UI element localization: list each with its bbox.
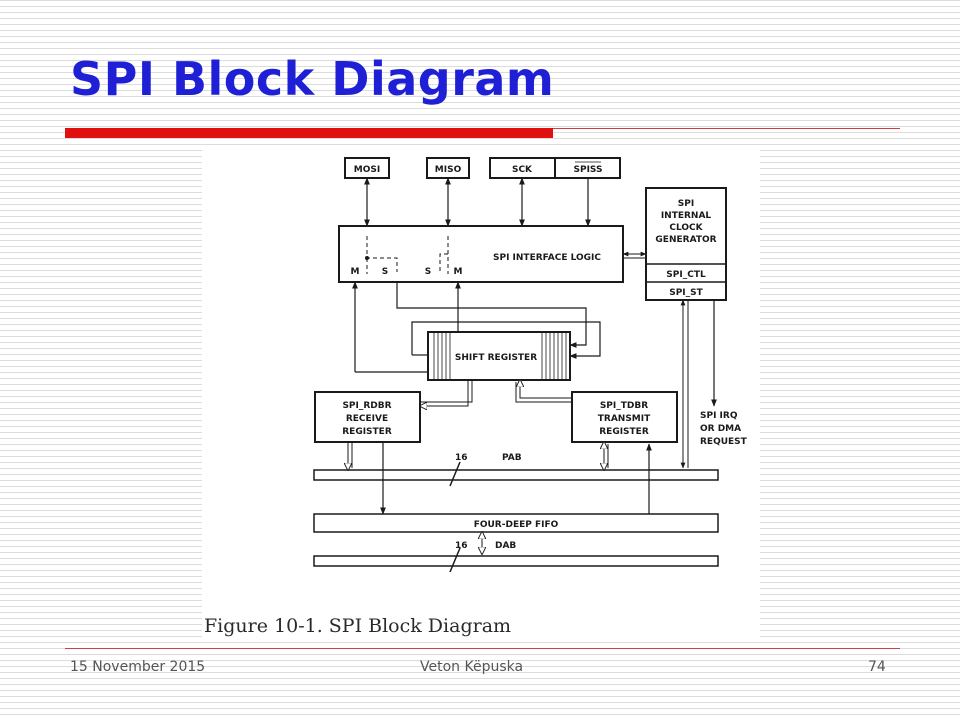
footer-author: Veton Këpuska — [420, 659, 524, 675]
page-number: 74 — [868, 659, 886, 675]
rdbr-line1: SPI_RDBR — [342, 401, 391, 411]
dab-width: 16 — [455, 541, 468, 551]
sck-spiss-pins: SCK SPISS — [489, 157, 621, 179]
tdbr-transmit-register: SPI_TDBR TRANSMIT REGISTER — [571, 391, 678, 443]
tdbr-line1: SPI_TDBR — [600, 401, 648, 411]
spi-st-label: SPI_ST — [669, 288, 703, 298]
spi-block-diagram: MOSI MISO SCK SPISS SPI INTERFACE LOGIC … — [204, 157, 748, 637]
shift-register-block: SHIFT REGISTER — [427, 331, 571, 381]
four-deep-fifo: FOUR-DEEP FIFO — [313, 513, 719, 533]
port-m-right: M — [454, 267, 463, 277]
miso-pin: MISO — [426, 157, 470, 179]
title-divider — [553, 128, 900, 129]
figure-caption: Figure 10-1. SPI Block Diagram — [204, 615, 511, 637]
spiss-label: SPISS — [574, 165, 603, 175]
sck-label: SCK — [512, 165, 533, 175]
tdbr-line2: TRANSMIT — [598, 414, 651, 424]
fifo-label: FOUR-DEEP FIFO — [474, 520, 559, 530]
irq-line2: OR DMA — [700, 424, 741, 434]
port-s-left: S — [382, 267, 388, 277]
clock-gen-line2: INTERNAL — [661, 211, 712, 221]
pab-width: 16 — [455, 453, 468, 463]
shift-register-label: SHIFT REGISTER — [455, 353, 537, 363]
port-s-right: S — [425, 267, 431, 277]
pab-bus: 16 PAB — [313, 453, 719, 487]
clock-gen-line1: SPI — [678, 199, 694, 209]
rdbr-receive-register: SPI_RDBR RECEIVE REGISTER — [314, 391, 421, 443]
irq-line1: SPI IRQ — [700, 411, 738, 421]
footer-divider — [65, 648, 900, 649]
slide-title: SPI Block Diagram — [70, 52, 555, 106]
clock-gen-line3: CLOCK — [669, 223, 703, 233]
dab-label: DAB — [495, 541, 516, 551]
pab-label: PAB — [502, 453, 522, 463]
mosi-pin: MOSI — [344, 157, 390, 179]
irq-line3: REQUEST — [700, 437, 748, 447]
rdbr-line3: REGISTER — [342, 427, 392, 437]
clock-gen-line4: GENERATOR — [655, 235, 716, 245]
tdbr-line3: REGISTER — [599, 427, 649, 437]
spi-ctl-label: SPI_CTL — [666, 270, 706, 280]
footer-date: 15 November 2015 — [70, 659, 206, 675]
spi-interface-logic-block: SPI INTERFACE LOGIC M S S M — [338, 225, 624, 283]
miso-label: MISO — [435, 165, 462, 175]
port-m-left: M — [351, 267, 360, 277]
rdbr-line2: RECEIVE — [346, 414, 388, 424]
dab-bus: 16 DAB — [313, 541, 719, 573]
title-accent-bar — [65, 128, 553, 138]
interface-logic-label: SPI INTERFACE LOGIC — [493, 253, 601, 263]
clock-generator-block: SPI INTERNAL CLOCK GENERATOR SPI_CTL SPI… — [645, 187, 727, 301]
mosi-label: MOSI — [354, 165, 380, 175]
spi-block-diagram-figure: MOSI MISO SCK SPISS SPI INTERFACE LOGIC … — [202, 150, 760, 642]
